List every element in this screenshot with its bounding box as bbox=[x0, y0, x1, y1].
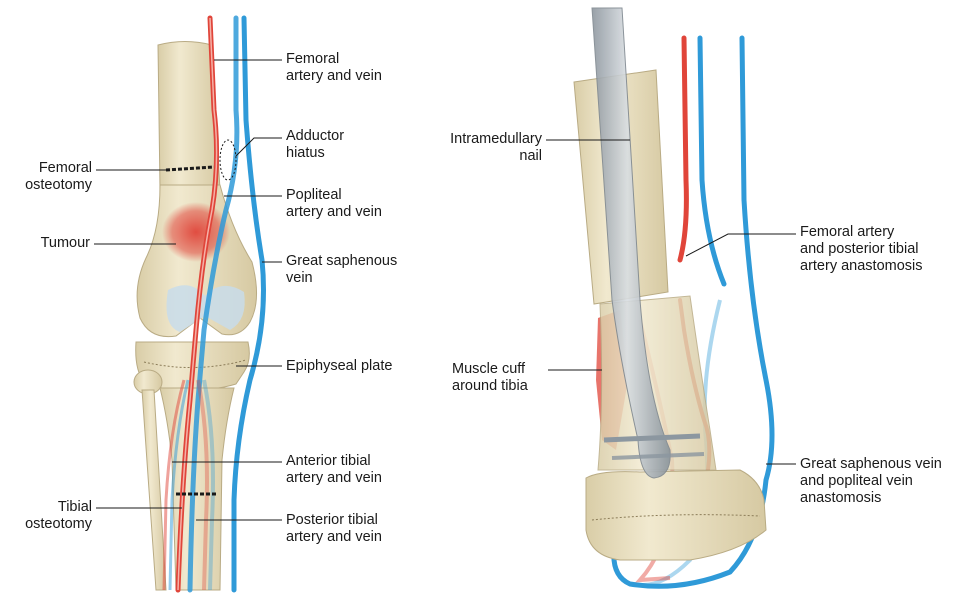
label-tumour: Tumour bbox=[0, 235, 90, 252]
label-femoral-posterior-anastomosis: Femoral artery and posterior tibial arte… bbox=[800, 224, 923, 275]
fibula-shaft bbox=[142, 390, 166, 590]
label-adductor-hiatus: Adductor hiatus bbox=[286, 128, 344, 162]
label-femoral-artery-vein: Femoral artery and vein bbox=[286, 51, 382, 85]
label-tibial-osteotomy: Tibial osteotomy bbox=[0, 499, 92, 533]
femoral-artery-right bbox=[680, 38, 686, 260]
label-posterior-tibial: Posterior tibial artery and vein bbox=[286, 512, 382, 546]
label-anterior-tibial: Anterior tibial artery and vein bbox=[286, 453, 382, 487]
label-popliteal-artery-vein: Popliteal artery and vein bbox=[286, 187, 382, 221]
right-panel-illustration bbox=[546, 8, 796, 586]
label-epiphyseal-plate: Epiphyseal plate bbox=[286, 358, 392, 375]
left-panel-illustration bbox=[94, 18, 282, 590]
label-intramedullary-nail: Intramedullary nail bbox=[400, 131, 542, 165]
label-saphenous-popliteal-anastomosis: Great saphenous vein and popliteal vein … bbox=[800, 456, 942, 507]
label-muscle-cuff: Muscle cuff around tibia bbox=[452, 361, 528, 395]
leader-adductor-hiatus bbox=[236, 138, 282, 156]
leader-femoral-posterior-anastomosis bbox=[686, 234, 796, 256]
label-femoral-osteotomy: Femoral osteotomy bbox=[0, 160, 92, 194]
label-great-saphenous-vein: Great saphenous vein bbox=[286, 253, 397, 287]
